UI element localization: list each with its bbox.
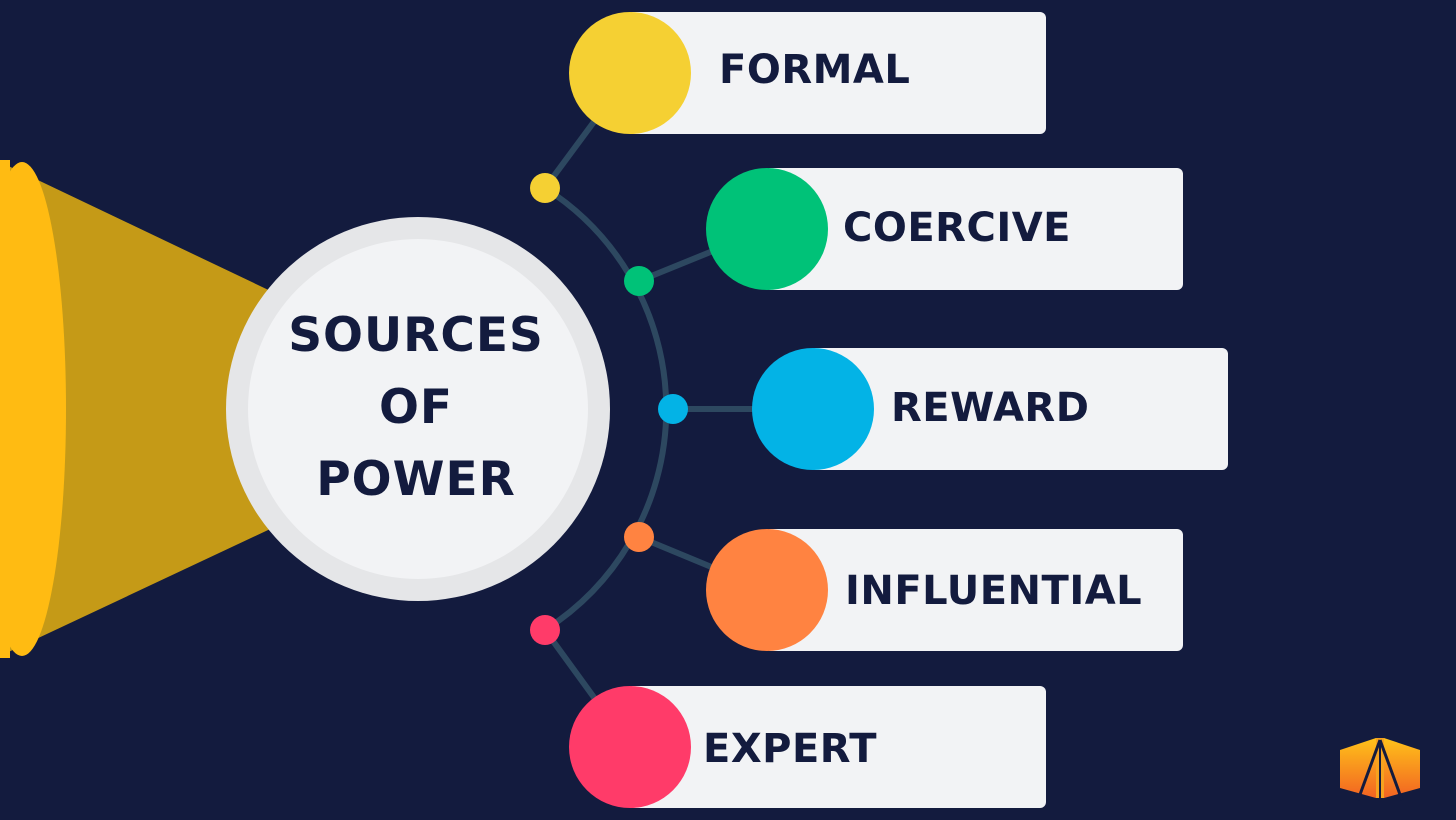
spotlight-rim-edge: [0, 160, 10, 658]
source-label-expert: EXPERT: [703, 726, 878, 772]
arc-dot-influential: [624, 522, 654, 552]
source-box-formal: [627, 12, 1046, 134]
source-label-reward: REWARD: [891, 385, 1090, 431]
source-label-coercive: COERCIVE: [843, 205, 1072, 251]
source-box-influential: [765, 529, 1183, 651]
source-boxes: [569, 12, 1228, 808]
source-circle-formal: [569, 12, 691, 134]
source-circle-expert: [569, 686, 691, 808]
source-circle-coercive: [706, 168, 828, 290]
center-title-line-3: POWER: [316, 452, 516, 507]
source-label-influential: INFLUENTIAL: [845, 568, 1143, 614]
center-title-line-1: SOURCES: [288, 308, 544, 363]
center-circle: [248, 239, 588, 579]
arc-dot-expert: [530, 615, 560, 645]
source-box-coercive: [765, 168, 1183, 290]
source-label-formal: FORMAL: [719, 47, 911, 93]
source-box-expert: [627, 686, 1046, 808]
source-circle-influential: [706, 529, 828, 651]
road-perspective-logo-icon: [1340, 738, 1420, 801]
spotlight-rim: [0, 162, 66, 656]
arc-dot-coercive: [624, 266, 654, 296]
arc-dot-reward: [658, 394, 688, 424]
center-title-line-2: OF: [378, 380, 454, 435]
source-circle-reward: [752, 348, 874, 470]
spotlight-beam: [0, 162, 300, 656]
arc-dot-formal: [530, 173, 560, 203]
center-title: SOURCES OF POWER: [256, 300, 576, 516]
arc-dots: [530, 173, 688, 645]
source-box-reward: [810, 348, 1228, 470]
